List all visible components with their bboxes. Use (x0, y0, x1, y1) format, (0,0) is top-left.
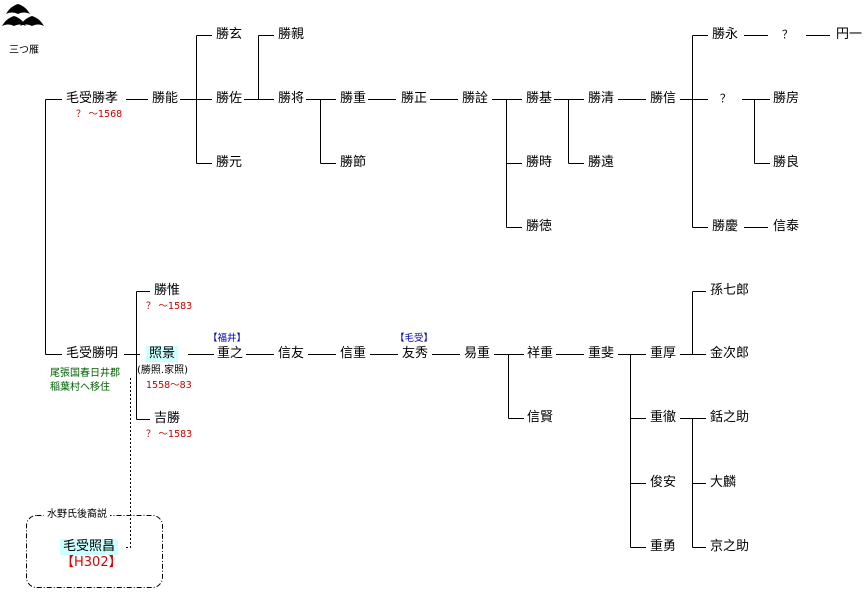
person-katsusetsu: 勝節 (340, 155, 367, 170)
person-katsugen: 勝玄 (216, 27, 243, 42)
person-unknown-1: ？ (782, 28, 793, 41)
person-ekishige: 易重 (464, 346, 491, 361)
person-nobushige: 信重 (340, 346, 367, 361)
person-teruyoshi: 毛受照昌 (60, 539, 119, 555)
person-katsutoki: 勝時 (526, 155, 553, 170)
clan-menju: 【毛受】 (395, 333, 434, 344)
reference-link[interactable]: 【H302】 (61, 555, 122, 570)
connector-lines (45, 35, 830, 548)
person-shigeatsu: 重厚 (650, 346, 677, 361)
person-katsutou: 勝遠 (588, 155, 615, 170)
person-katsuyoshi: 勝能 (152, 91, 179, 106)
person-katsushige: 勝重 (340, 91, 367, 106)
person-katsunori: 勝詮 (462, 91, 489, 106)
person-nobuyasu: 信泰 (773, 219, 800, 234)
person-unknown-2: ？ (720, 92, 731, 105)
person-katsumoto2: 勝基 (526, 91, 553, 106)
person-katsumasa-sho: 勝将 (278, 91, 305, 106)
dashed-link (126, 378, 131, 548)
note-migration-1: 尾張国春日井郡 (50, 368, 120, 379)
person-katsunosuke: 銛之助 (710, 410, 750, 425)
person-katsukiyo: 勝清 (588, 91, 615, 106)
theory-box-title: 水野氏後裔説 (44, 509, 110, 521)
date-katsutaka: ？ ～1568 (76, 109, 123, 120)
person-katsuryo: 勝良 (773, 155, 800, 170)
person-katsumasa: 勝正 (401, 91, 428, 106)
person-nobutomo: 信友 (278, 346, 305, 361)
person-katsukore: 勝惟 (154, 283, 181, 298)
person-tomohide: 友秀 (402, 346, 429, 361)
person-katsufusa: 勝房 (773, 91, 800, 106)
person-yoshikatsu: 吉勝 (154, 411, 181, 426)
date-yoshikatsu: ？ ～1583 (146, 429, 193, 440)
note-terukage-alias: (勝照.家照) (137, 365, 188, 376)
date-katsukore: ？ ～1583 (146, 301, 193, 312)
person-katsutoku: 勝徳 (526, 219, 553, 234)
person-kyonosuke: 京之助 (710, 539, 750, 554)
person-magoshichiro: 孫七郎 (710, 283, 750, 298)
person-katsuaki: 毛受勝明 (66, 346, 119, 361)
mitsu-kari-crest-icon (2, 4, 44, 26)
person-shigehi: 重斐 (588, 346, 615, 361)
person-shunan: 俊安 (650, 475, 677, 490)
person-katsumoto: 勝元 (216, 155, 243, 170)
person-enichi: 円一 (836, 27, 863, 42)
person-shigetetsu: 重徹 (650, 410, 677, 425)
clan-fukui: 【福井】 (208, 333, 247, 344)
person-katsutaka: 毛受勝孝 (66, 91, 119, 106)
person-terukage: 照景 (146, 346, 179, 362)
person-katsukei: 勝慶 (712, 219, 739, 234)
person-shigeyuki: 重之 (217, 346, 244, 361)
person-katsusuke: 勝佐 (216, 91, 243, 106)
person-katsunaga: 勝永 (712, 27, 739, 42)
date-terukage: 1558～83 (146, 380, 192, 391)
person-nobukata: 信賢 (527, 410, 554, 425)
crest-caption: 三つ雁 (9, 45, 39, 56)
person-kinjiro: 金次郎 (710, 346, 750, 361)
note-migration-2: 稲葉村へ移住 (50, 382, 110, 393)
person-shoju: 祥重 (527, 346, 554, 361)
person-katsuchika: 勝親 (278, 27, 305, 42)
person-tairin: 大麟 (710, 475, 737, 490)
person-katsunobu: 勝信 (650, 91, 677, 106)
person-shigeyu: 重勇 (650, 539, 677, 554)
